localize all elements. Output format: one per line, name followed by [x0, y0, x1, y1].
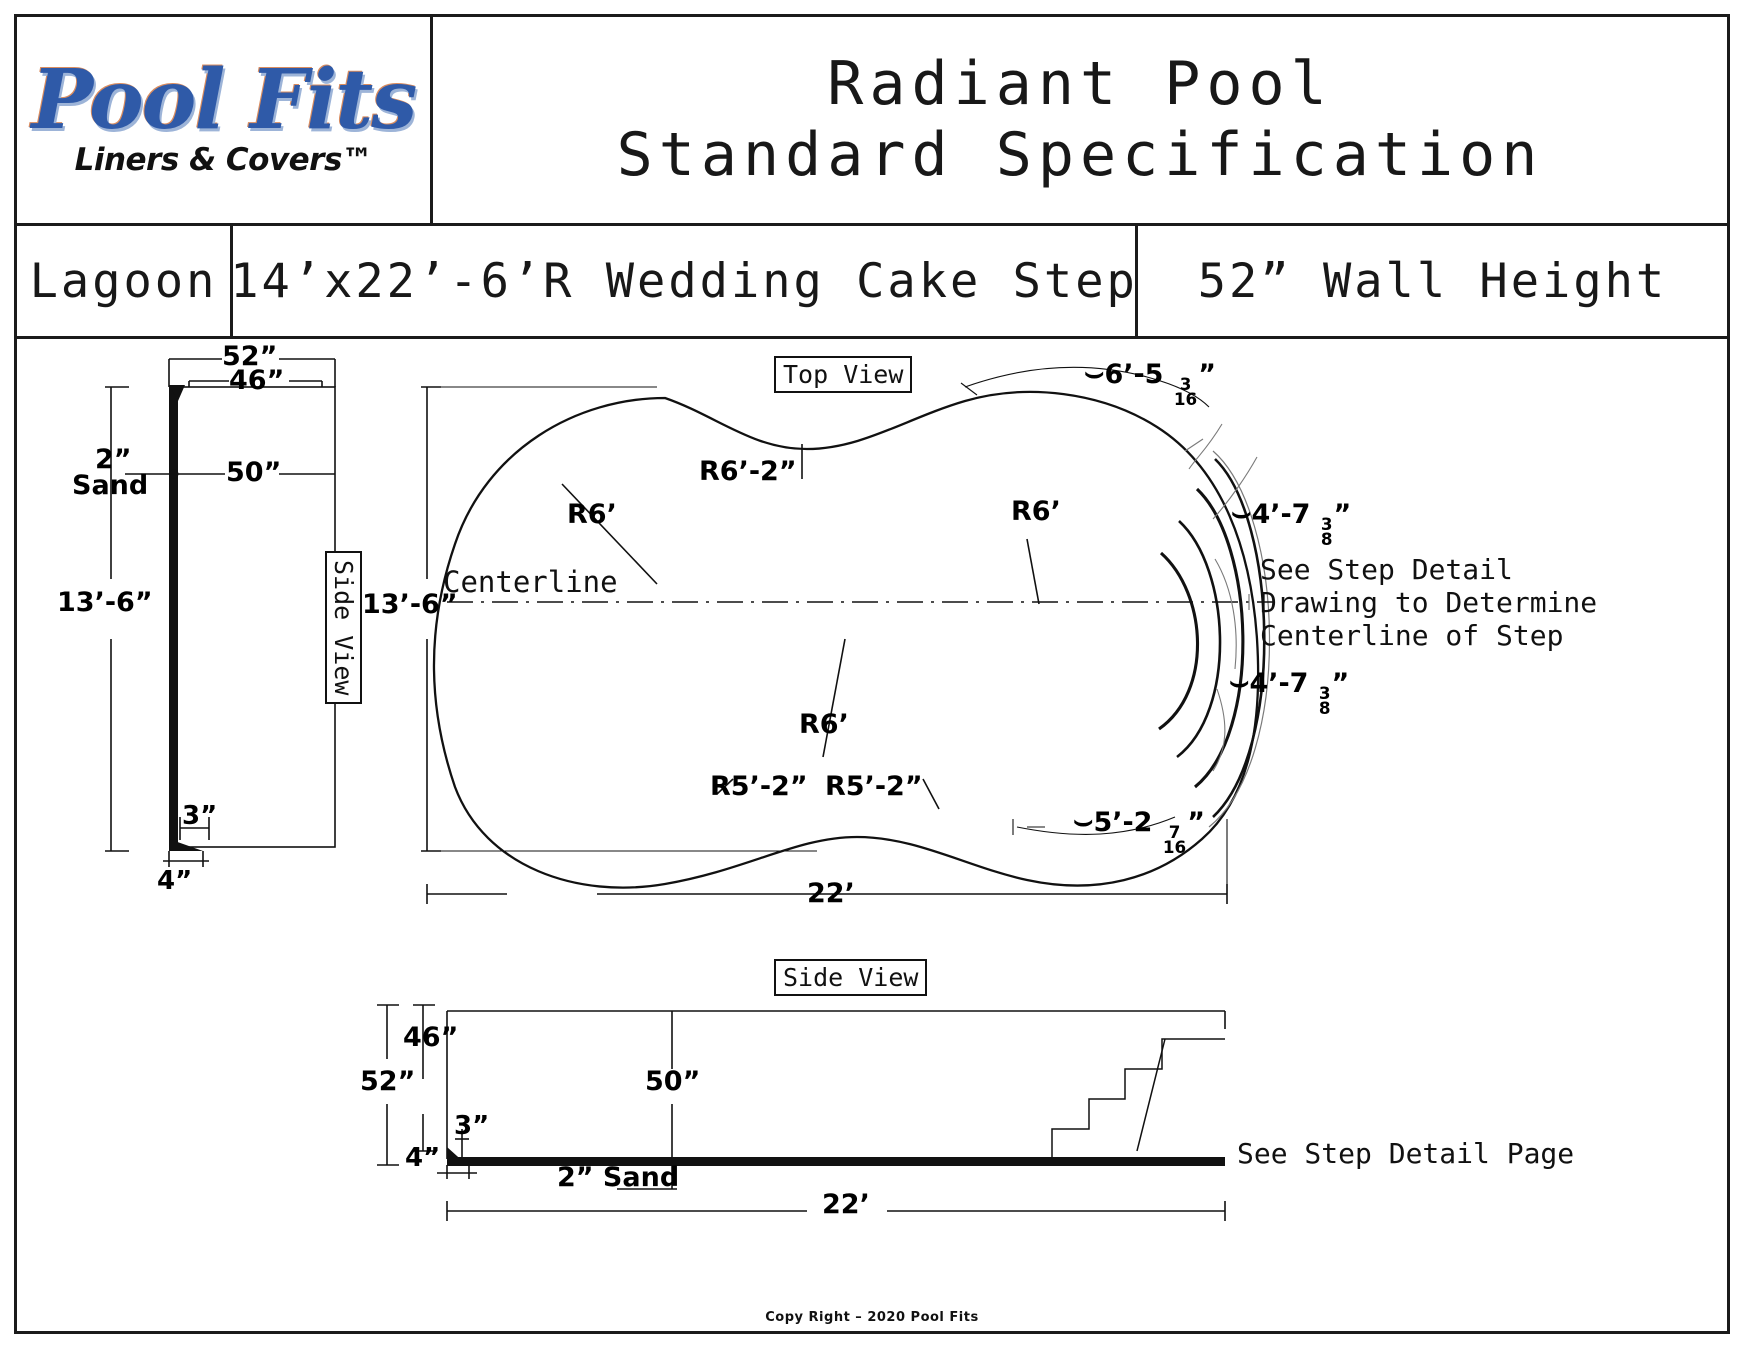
arc-dim-low-denominator: 8: [1318, 698, 1331, 719]
arc-dim-mid: ⌣4’-7 3 8 ”: [1231, 495, 1351, 548]
step-detail-note: See Step Detail Drawing to Determine Cen…: [1260, 553, 1597, 652]
sheet-title: Radiant Pool Standard Specification: [433, 17, 1727, 226]
step-detail-note-line-2: Drawing to Determine: [1260, 586, 1598, 620]
arc-dim-bottom-unit: ”: [1187, 807, 1205, 838]
arc-dim-low-whole: 4’-7: [1249, 668, 1309, 699]
title-line-1: Radiant Pool: [827, 49, 1333, 120]
logo-tagline: Liners & Covers™: [74, 141, 373, 178]
radius-upper-left: R6’: [567, 499, 617, 530]
technical-drawing-svg: [105, 358, 1275, 1221]
bottom-view-dim-50: 50”: [645, 1066, 701, 1097]
spec-row: Lagoon 14’x22’-6’R Wedding Cake Step 52”…: [17, 226, 1727, 336]
arc-dim-low-unit: ”: [1331, 668, 1350, 699]
arc-dim-top-whole: 6’-5: [1104, 359, 1164, 390]
radius-lower-left: R5’-2”: [710, 771, 808, 802]
arc-dim-bottom-whole: 5’-2: [1093, 807, 1153, 838]
arc-symbol-bottom: ⌣: [1073, 803, 1094, 839]
left-view-dim-height: 13’-6”: [57, 587, 153, 618]
arc-dim-mid-whole: 4’-7: [1251, 499, 1311, 530]
radius-upper-mid: R6’-2”: [699, 456, 797, 487]
left-view-label: Side View: [325, 551, 362, 705]
left-view-dim-46: 46”: [229, 365, 285, 396]
drawing-sheet: Pool Fits Liners & Covers™ Radiant Pool …: [14, 14, 1730, 1334]
pool-shape-value: Lagoon: [29, 253, 218, 309]
title-line-2: Standard Specification: [616, 120, 1544, 190]
arc-dim-top: ⌣6’-5 3 16 ”: [1084, 355, 1216, 408]
arc-dim-bottom-fraction: 7 16: [1162, 822, 1187, 858]
bottom-view-label: Side View: [774, 959, 928, 996]
left-view-dim-52: 52”: [222, 341, 278, 372]
radius-upper-right: R6’: [1011, 496, 1061, 527]
arc-dim-mid-numerator: 3: [1320, 514, 1333, 535]
arc-dim-mid-fraction: 3 8: [1320, 514, 1333, 550]
arc-dim-top-numerator: 3: [1179, 374, 1192, 395]
bottom-view-dim-3in: 3”: [454, 1111, 490, 1141]
top-view-dim-width: 22’: [807, 878, 855, 909]
arc-symbol-mid: ⌣: [1231, 495, 1252, 531]
bottom-view-dim-46: 46”: [403, 1022, 459, 1053]
arc-dim-mid-unit: ”: [1333, 499, 1352, 530]
title-block: Pool Fits Liners & Covers™ Radiant Pool …: [17, 17, 1727, 339]
arc-dim-top-denominator: 16: [1173, 389, 1198, 410]
bottom-view-dim-52: 52”: [360, 1066, 416, 1097]
company-logo: Pool Fits Liners & Covers™: [17, 17, 433, 226]
arc-dim-bottom-denominator: 16: [1162, 837, 1187, 858]
arc-symbol-top: ⌣: [1084, 355, 1105, 391]
bottom-view-dim-width: 22’: [822, 1189, 870, 1220]
step-detail-note-line-3: Centerline of Step: [1260, 619, 1564, 653]
pool-size-value: 14’x22’-6’R Wedding Cake Step: [230, 253, 1138, 309]
bottom-view-dim-sand: 2” Sand: [557, 1162, 680, 1193]
top-view-label: Top View: [774, 356, 913, 393]
wall-height-cell: 52” Wall Height: [1138, 226, 1727, 336]
arc-symbol-low: ⌣: [1229, 664, 1250, 700]
pool-size-cell: 14’x22’-6’R Wedding Cake Step: [230, 226, 1138, 336]
arc-dim-top-unit: ”: [1198, 359, 1216, 390]
arc-dim-bottom-numerator: 7: [1168, 822, 1181, 843]
bottom-view-dim-4in: 4”: [405, 1143, 441, 1173]
left-view-dim-3in: 3”: [182, 801, 218, 831]
step-detail-page-note: See Step Detail Page: [1237, 1137, 1575, 1170]
arc-dim-low-numerator: 3: [1318, 683, 1331, 704]
arc-dim-low-fraction: 3 8: [1318, 683, 1331, 719]
left-view-dim-4in: 4”: [157, 866, 193, 896]
drawing-area: 52” 46” 2” Sand 50” 13’-6” 3” 4” Side Vi…: [17, 339, 1727, 1334]
radius-lower-right: R5’-2”: [825, 771, 923, 802]
radius-lower-mid: R6’: [799, 709, 849, 740]
arc-dim-low: ⌣4’-7 3 8 ”: [1229, 664, 1349, 717]
logo-wordmark: Pool Fits: [31, 52, 418, 149]
arc-dim-bottom: ⌣5’-2 7 16 ”: [1073, 803, 1205, 856]
left-view-dim-50: 50”: [226, 457, 282, 488]
left-view-dim-sand-label: Sand: [72, 470, 149, 501]
arc-dim-top-fraction: 3 16: [1173, 374, 1198, 410]
wall-height-value: 52” Wall Height: [1197, 253, 1668, 309]
step-detail-note-line-1: See Step Detail: [1260, 553, 1513, 586]
centerline-label: Centerline: [443, 565, 618, 599]
top-view-dim-height: 13’-6”: [362, 589, 458, 620]
left-view-dim-sand-thickness: 2”: [95, 444, 132, 475]
arc-dim-mid-denominator: 8: [1320, 529, 1333, 550]
copyright-footer: Copy Right – 2020 Pool Fits: [765, 1310, 979, 1325]
pool-shape-cell: Lagoon: [17, 226, 233, 336]
